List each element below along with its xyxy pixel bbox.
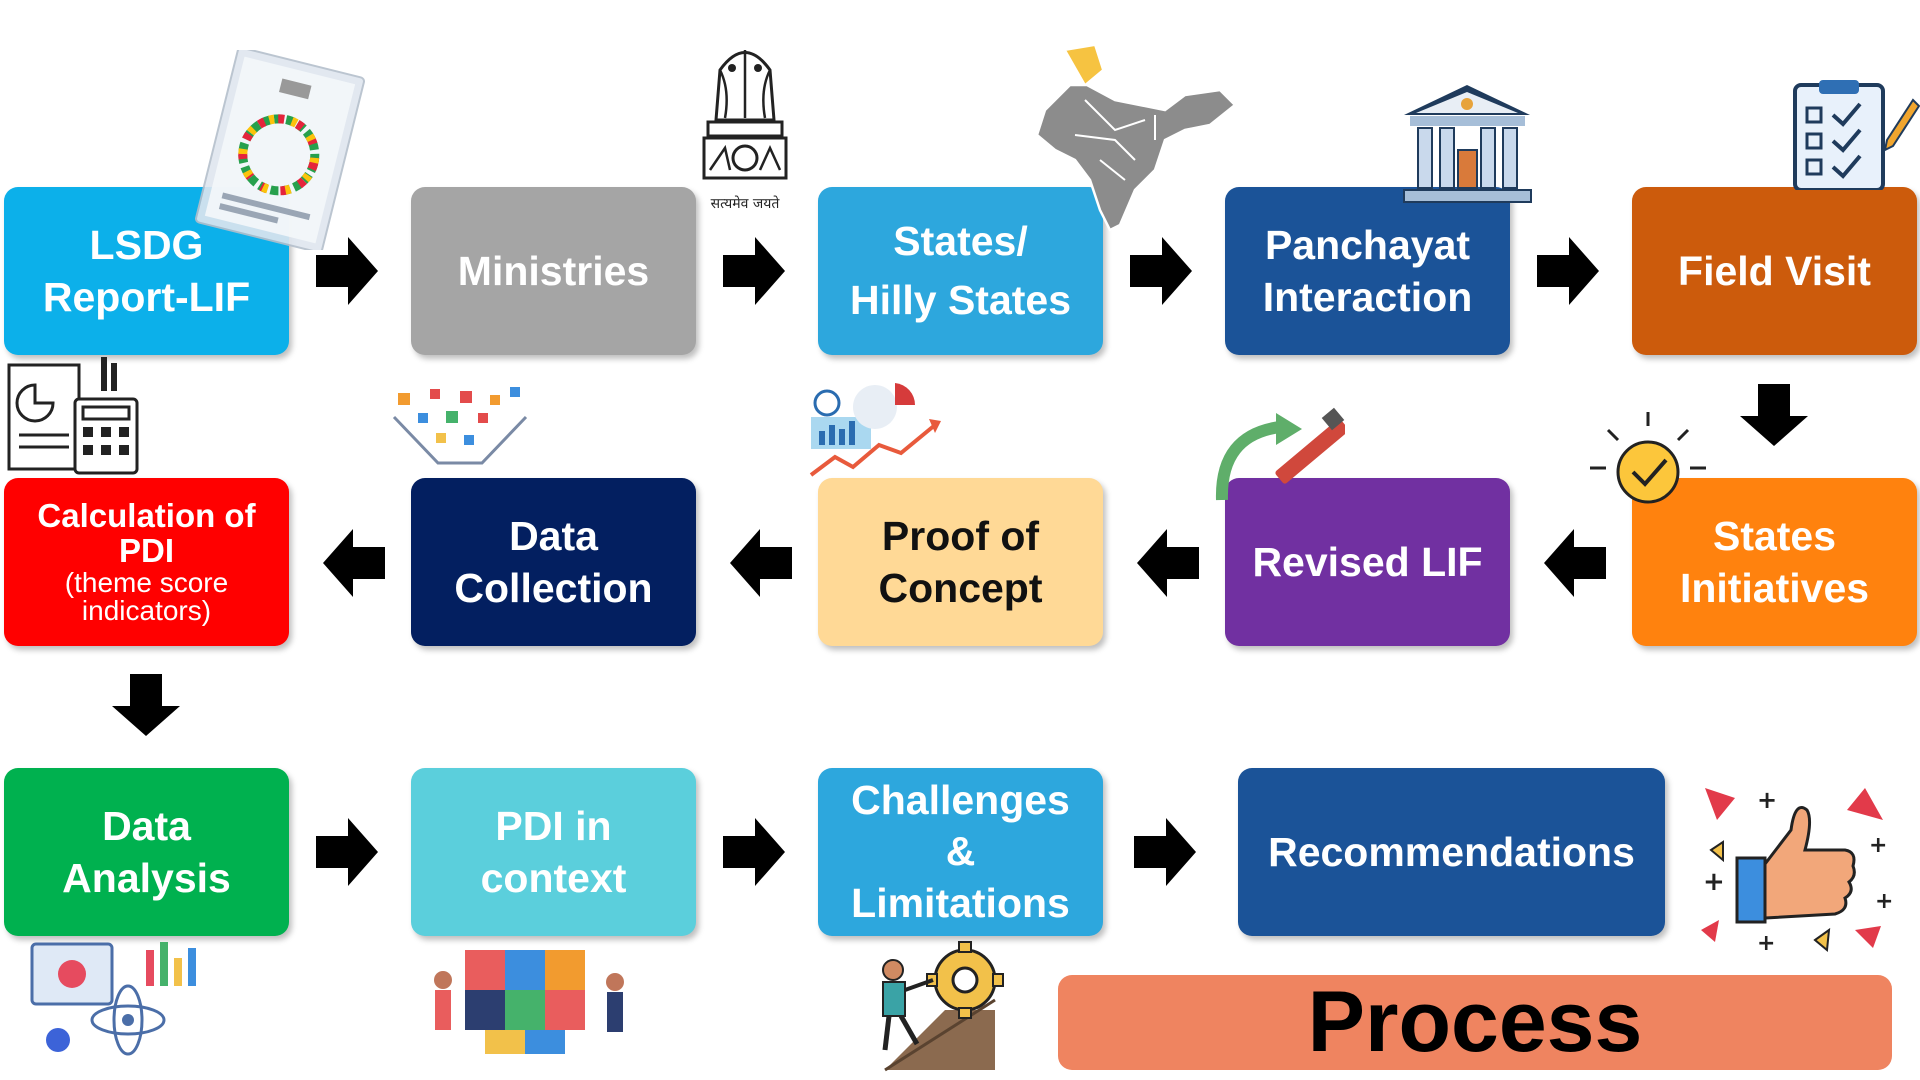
- puzzle-team-icon: [434, 950, 624, 1054]
- report-book-icon: [195, 50, 365, 250]
- step-sublabel-line2: indicators): [81, 594, 212, 626]
- arrow-right-icon: [316, 237, 378, 305]
- arrow-right-icon: [1134, 818, 1196, 886]
- data-science-icon: [30, 942, 196, 1056]
- step-revised-lif: Revised LIF: [1225, 478, 1510, 646]
- step-label-line1: Data: [102, 802, 191, 849]
- step-label-line1: Revised LIF: [1252, 538, 1483, 585]
- arrow-right-icon: [723, 818, 785, 886]
- india-map-icon: [1035, 43, 1237, 232]
- step-label-line2: Hilly States: [849, 277, 1072, 323]
- step-states-initiatives: States Initiatives: [1632, 478, 1917, 646]
- step-states-hilly-states: States/ Hilly States: [818, 187, 1103, 355]
- step-label-line1: Panchayat: [1264, 221, 1471, 268]
- arrow-right-icon: [1130, 237, 1192, 305]
- step-label-line1: States: [1712, 512, 1837, 559]
- svg-text:+: +: [1869, 833, 1887, 858]
- step-label-line2: &: [945, 828, 976, 875]
- step-label-line2: Initiatives: [1679, 565, 1870, 611]
- svg-text:+: +: [1757, 931, 1775, 956]
- data-funnel-icon: [392, 387, 528, 465]
- svg-text:+: +: [1757, 786, 1777, 814]
- arrow-left-icon: [1544, 529, 1606, 597]
- step-label-line1: Proof of: [881, 512, 1040, 559]
- step-label-line2: Report-LIF: [42, 274, 251, 320]
- step-label-line2: Concept: [878, 565, 1043, 611]
- step-label-line2: context: [480, 855, 627, 901]
- step-label-line1: States/: [893, 217, 1028, 264]
- step-label-line1: Calculation of: [37, 497, 256, 535]
- arrow-down-icon: [112, 674, 180, 736]
- arrow-right-icon: [316, 818, 378, 886]
- step-label-line2: PDI: [118, 532, 174, 569]
- banner-label: Process: [1307, 974, 1643, 1070]
- calculator-icon: [7, 357, 139, 475]
- climbing-gear-icon: [882, 941, 1004, 1072]
- emblem-motto: सत्यमेव जयते: [711, 195, 781, 212]
- checklist-icon: [1793, 80, 1920, 190]
- step-label-line1: Field Visit: [1678, 247, 1871, 294]
- step-label-line2: Analysis: [62, 855, 231, 901]
- lightbulb-icon: [1590, 412, 1706, 504]
- step-challenges-limitations: Challenges & Limitations: [818, 768, 1103, 936]
- step-panchayat-interaction: Panchayat Interaction: [1225, 187, 1510, 355]
- step-sublabel-line1: (theme score: [64, 566, 229, 598]
- arrow-left-icon: [323, 529, 385, 597]
- national-emblem-icon: सत्यमेव जयते: [702, 50, 788, 212]
- arrow-left-icon: [730, 529, 792, 597]
- arrow-right-icon: [1537, 237, 1599, 305]
- arrow-down-icon: [1740, 384, 1808, 446]
- step-calculation-of-pdi: Calculation of PDI (theme score indicato…: [4, 478, 289, 646]
- step-label-line1: PDI in: [495, 802, 612, 849]
- step-ministries: Ministries: [411, 187, 696, 355]
- panchayat-building-icon: [1403, 85, 1532, 203]
- step-proof-of-concept: Proof of Concept: [818, 478, 1103, 646]
- step-label-line2: Interaction: [1262, 274, 1473, 320]
- step-label-line1: Data: [509, 512, 598, 559]
- step-label-line1: Challenges: [851, 777, 1070, 824]
- thumbs-up-celebration-icon: + + + + +: [1701, 786, 1893, 956]
- revise-pencil-icon: [1215, 407, 1345, 501]
- arrow-right-icon: [723, 237, 785, 305]
- step-label-line1: Recommendations: [1268, 828, 1635, 875]
- step-label-line3: Limitations: [851, 879, 1070, 926]
- step-data-collection: Data Collection: [411, 478, 696, 646]
- step-field-visit: Field Visit: [1632, 187, 1917, 355]
- step-recommendations: Recommendations: [1238, 768, 1665, 936]
- arrow-left-icon: [1137, 529, 1199, 597]
- step-label-line1: Ministries: [457, 247, 650, 294]
- svg-text:+: +: [1703, 867, 1725, 897]
- analytics-chart-icon: [809, 383, 941, 477]
- step-label-line1: LSDG: [89, 221, 204, 268]
- step-pdi-in-context: PDI in context: [411, 768, 696, 936]
- process-banner: Process: [1058, 974, 1892, 1070]
- step-label-line2: Collection: [454, 565, 653, 611]
- step-data-analysis: Data Analysis: [4, 768, 289, 936]
- svg-text:+: +: [1875, 889, 1893, 914]
